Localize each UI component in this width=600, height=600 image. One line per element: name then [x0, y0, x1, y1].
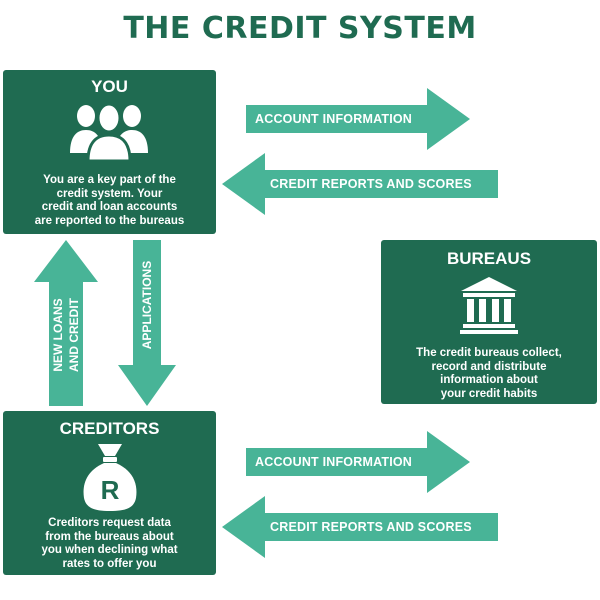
arrow-label-new-loans-line2: AND CREDIT	[67, 298, 81, 372]
arrow-account-information-top	[246, 88, 470, 150]
arrow-credit-reports-bottom	[222, 496, 498, 558]
creditors-box-title: CREDITORS	[59, 419, 160, 438]
people-icon	[70, 102, 148, 161]
creditors-text-line: you when declining what	[41, 544, 178, 556]
arrow-label-new-loans: NEW LOANS AND CREDIT	[50, 285, 82, 385]
bureaus-box: BUREAUS The credit bureaus collect, reco…	[381, 240, 597, 404]
creditors-text-line: Creditors request data	[48, 517, 171, 529]
page-title: THE CREDIT SYSTEM	[123, 11, 477, 46]
arrow-account-information-bottom	[246, 431, 470, 493]
you-text-line: You are a key part of the	[43, 174, 176, 186]
arrow-label-applications: APPLICATIONS	[140, 260, 154, 350]
creditors-text-line: from the bureaus about	[45, 530, 174, 543]
bureaus-text-line: your credit habits	[440, 387, 538, 400]
bank-building-icon	[460, 277, 518, 334]
arrow-label-credit-reports-bottom: CREDIT REPORTS AND SCORES	[270, 520, 472, 534]
arrow-label-account-information-top: ACCOUNT INFORMATION	[255, 112, 413, 126]
creditors-box: CREDITORS R Creditors request data from …	[3, 411, 216, 575]
arrow-new-loans	[34, 240, 98, 406]
you-box-title: YOU	[91, 77, 128, 96]
you-text-line: credit and loan accounts	[41, 201, 178, 213]
money-bag-letter: R	[101, 475, 120, 505]
you-text-line: credit system. Your	[56, 187, 163, 200]
arrow-label-credit-reports-top: CREDIT REPORTS AND SCORES	[270, 177, 472, 191]
arrow-applications	[118, 240, 176, 406]
creditors-box-description: Creditors request data from the bureaus …	[3, 517, 216, 571]
bureaus-text-line: record and distribute	[431, 360, 547, 373]
you-text-line: are reported to the bureaus	[34, 214, 185, 227]
bureaus-text-line: The credit bureaus collect,	[416, 347, 562, 359]
creditors-text-line: rates to offer you	[62, 557, 157, 570]
arrow-credit-reports-top	[222, 153, 498, 215]
arrow-label-account-information-bottom: ACCOUNT INFORMATION	[255, 455, 413, 469]
money-bag-icon: R	[83, 444, 137, 511]
bureaus-box-title: BUREAUS	[446, 249, 532, 268]
bureaus-text-line: information about	[440, 374, 538, 386]
arrow-label-new-loans-line1: NEW LOANS	[51, 298, 65, 372]
you-box: YOU You are a key part of the credit sys…	[3, 70, 216, 234]
you-box-description: You are a key part of the credit system.…	[3, 174, 216, 228]
bureaus-box-description: The credit bureaus collect, record and d…	[381, 347, 597, 401]
